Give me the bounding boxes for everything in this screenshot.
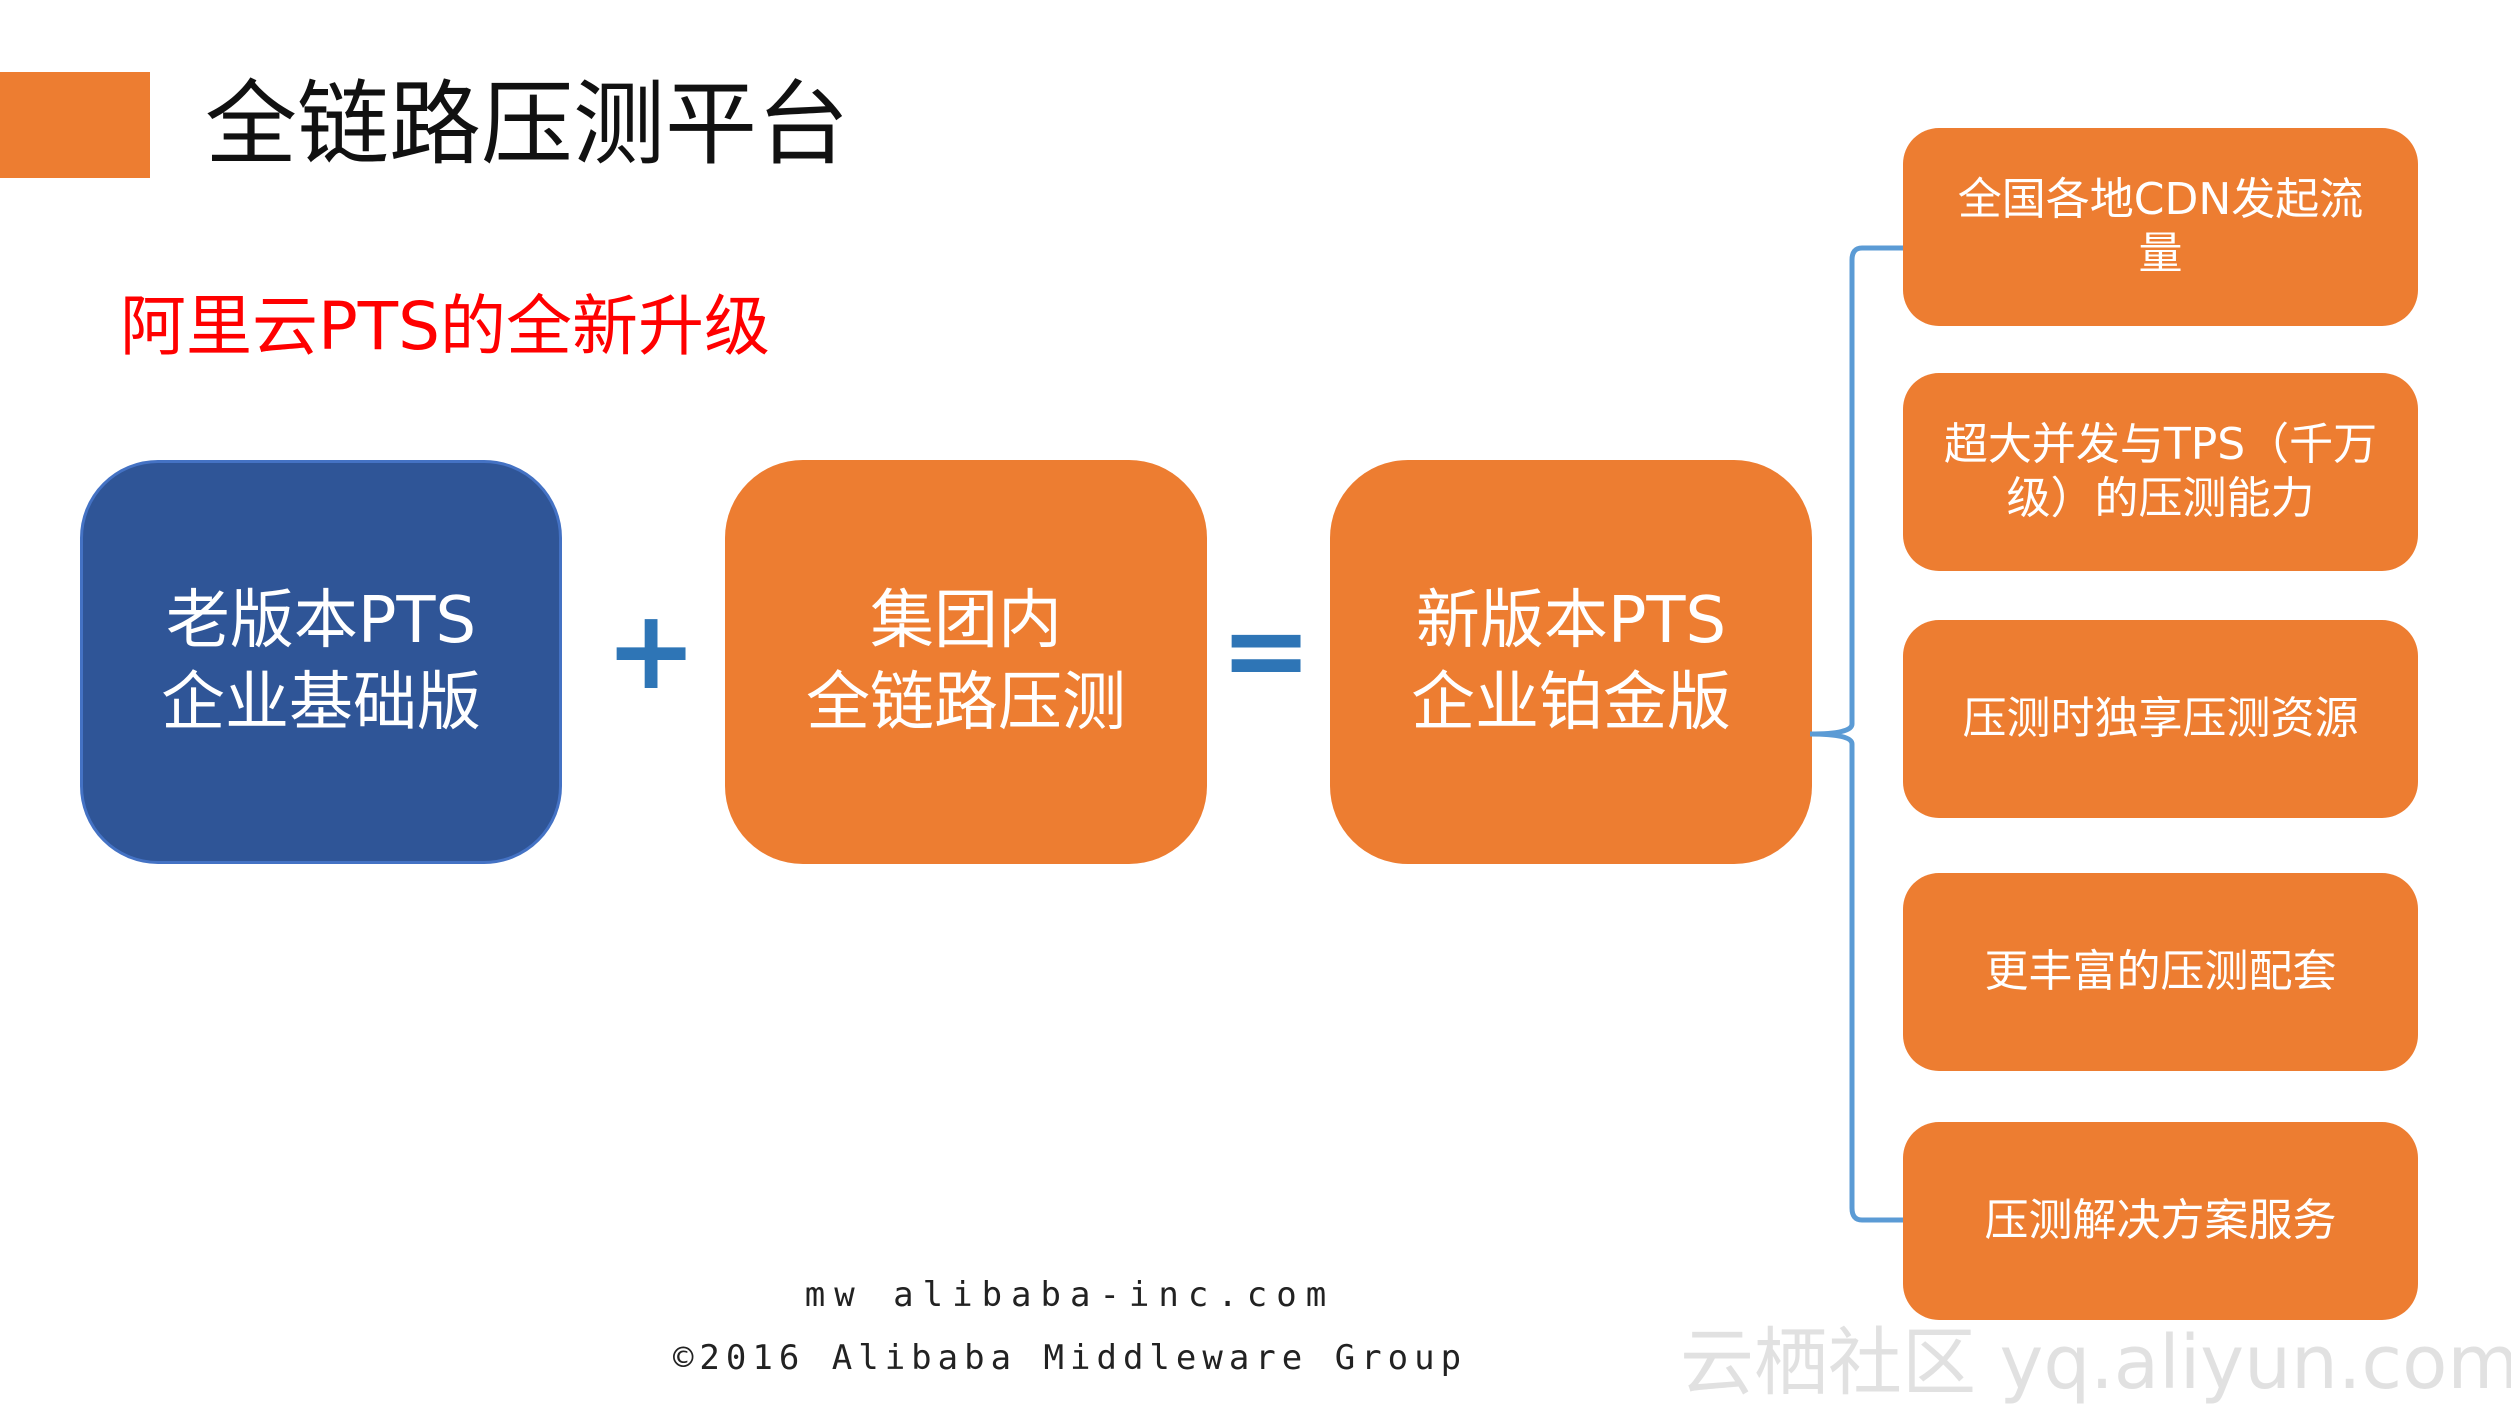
group-tool-line1: 集团内 [870, 584, 1062, 658]
new-version-line1: 新版本PTS [1415, 584, 1727, 658]
title-accent-bar [0, 72, 150, 178]
feature-label: 全国各地CDN发起流量 [1957, 174, 2364, 279]
old-version-line1: 老版本PTS [165, 584, 477, 658]
plus-operator: + [605, 586, 698, 714]
feature-label: 更丰富的压测配套 [1984, 946, 2337, 997]
feature-label: 压测解决方案服务 [1984, 1195, 2337, 1246]
new-version-box: 新版本PTS 企业铂金版 [1330, 460, 1812, 864]
feature-bracket [1809, 245, 1905, 1223]
footer-copyright: ©2016 Alibaba Middleware Group [672, 1338, 1468, 1378]
feature-box: 超大并发与TPS（千万级）的压测能力 [1903, 373, 2418, 571]
footer-url: mw alibaba-inc.com [804, 1275, 1336, 1315]
feature-box: 全国各地CDN发起流量 [1903, 128, 2418, 326]
feature-box: 更丰富的压测配套 [1903, 873, 2418, 1071]
feature-box: 压测解决方案服务 [1903, 1122, 2418, 1320]
feature-label: 压测时独享压测资源 [1962, 693, 2359, 744]
old-version-box: 老版本PTS 企业基础版 [80, 460, 562, 864]
slide-title: 全链路压测平台 [205, 71, 850, 178]
old-version-line2: 企业基础版 [161, 666, 481, 740]
group-tool-box: 集团内 全链路压测 [725, 460, 1207, 864]
feature-box: 压测时独享压测资源 [1903, 620, 2418, 818]
group-tool-line2: 全链路压测 [806, 666, 1126, 740]
feature-label: 超大并发与TPS（千万级）的压测能力 [1943, 419, 2378, 524]
equals-operator: = [1220, 586, 1313, 714]
new-version-line2: 企业铂金版 [1411, 666, 1731, 740]
watermark: 云栖社区 yq.aliyun.com [1680, 1320, 2511, 1406]
slide-subtitle: 阿里云PTS的全新升级 [120, 288, 771, 365]
